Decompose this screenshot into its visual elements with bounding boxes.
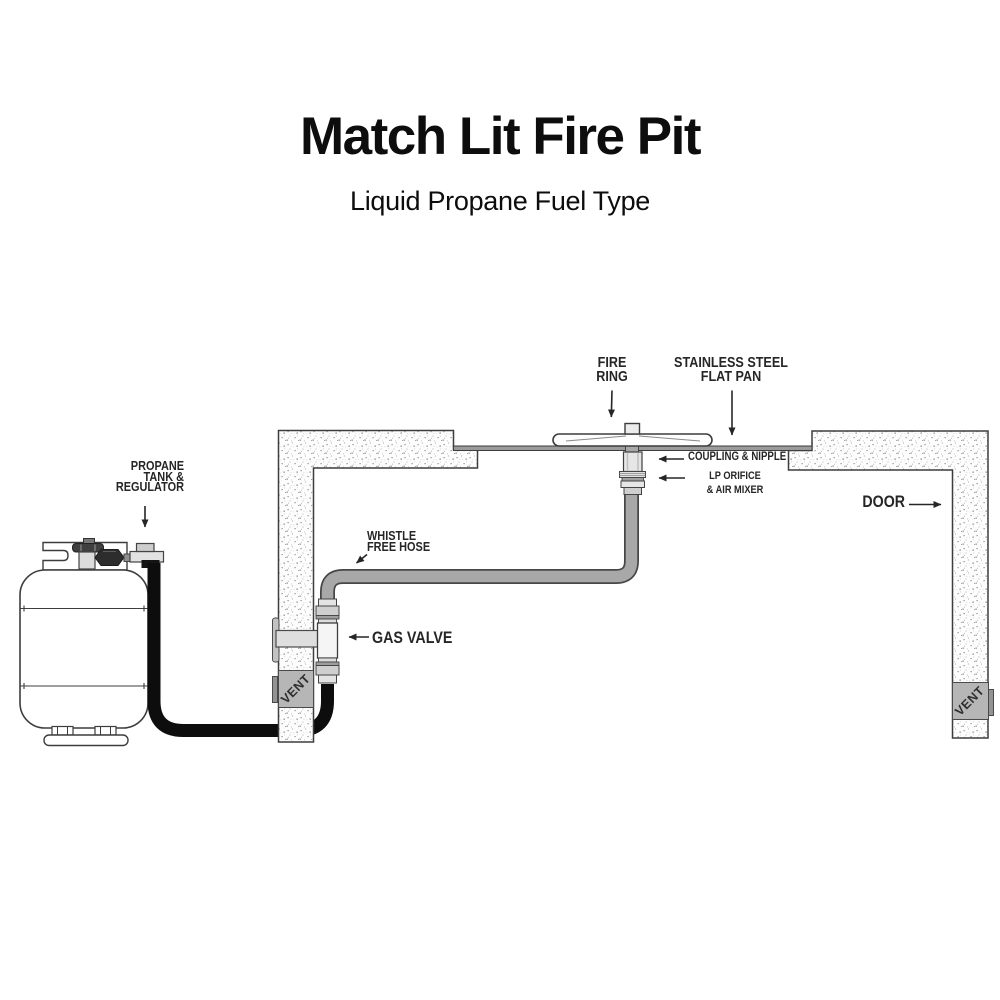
tank-seam-lines [20, 605, 148, 689]
lp-orifice-air-mixer [619, 471, 646, 495]
vent-right-label: VENT [952, 683, 988, 719]
label-fire-ring: FIRE RING [596, 354, 628, 385]
tank-valve [72, 538, 104, 570]
burner-assembly [552, 422, 713, 495]
page-subtitle: Liquid Propane Fuel Type [349, 186, 651, 216]
whistle-free-hose [320, 493, 639, 601]
label-gas-valve: GAS VALVE [372, 628, 453, 647]
page-title: Match Lit Fire Pit [300, 107, 701, 166]
gas-valve-stem [275, 629, 319, 648]
coupling-shading [626, 453, 639, 471]
vent-left-label: VENT [278, 671, 313, 707]
arrow-fire-ring [607, 390, 615, 418]
label-coupling-nipple: COUPLING & NIPPLE [688, 451, 787, 463]
vent-louver-tab-right [988, 689, 994, 716]
label-flat-pan: STAINLESS STEEL FLAT PAN [674, 354, 788, 385]
label-whistle-free-hose: WHISTLE FREE HOSE [367, 528, 431, 554]
label-door: DOOR [862, 493, 905, 511]
tank-body [19, 569, 149, 729]
label-propane-tank-regulator: PROPANE TANK & REGULATOR [115, 458, 184, 494]
propane-tank [19, 538, 165, 747]
annotation-arrows [141, 390, 942, 641]
gas-valve-top-fittings [315, 598, 340, 624]
left-wall [277, 429, 479, 743]
vent-right: VENT [951, 682, 989, 720]
vent-left: VENT [277, 670, 314, 708]
gas-valve-body [316, 622, 339, 659]
black-supply-hose [147, 563, 334, 737]
coupling-nipple [622, 451, 643, 473]
fire-ring-hub [624, 422, 641, 435]
fire-ring-cone-lines [565, 435, 701, 442]
gas-valve [272, 598, 340, 684]
label-lp-orifice-air-mixer: LP ORIFICE & AIR MIXER [706, 470, 764, 496]
tank-feet [43, 725, 129, 747]
arrow-whistle-hose [355, 553, 368, 564]
gas-valve-bottom-fittings [315, 657, 340, 684]
